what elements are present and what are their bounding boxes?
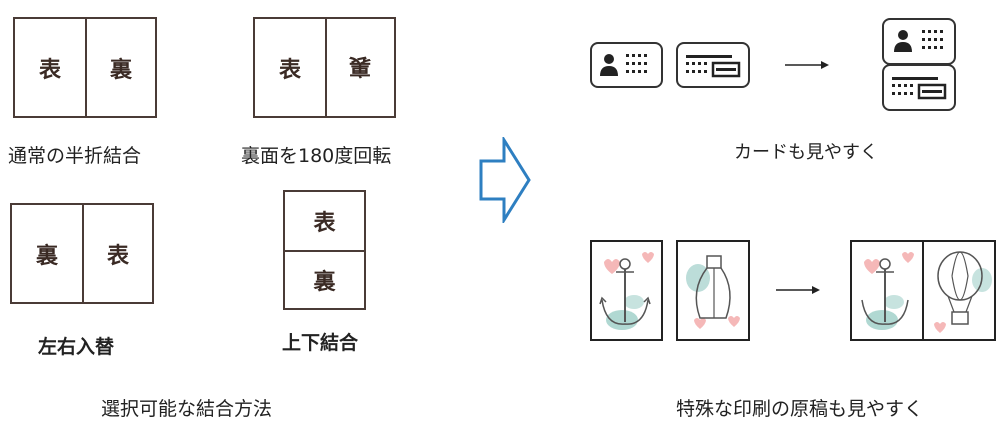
rotated-text: 裏 <box>349 52 372 78</box>
back-label-rotated: 裏 <box>327 19 394 116</box>
person-icon <box>600 54 647 76</box>
id-card-back-combined <box>882 64 956 111</box>
layout-normal-fold: 表 裏 <box>13 17 157 118</box>
caption-prints: 特殊な印刷の原稿も見やすく <box>676 398 924 420</box>
layout-swap: 裏 表 <box>10 203 154 304</box>
caption-swap: 左右入替 <box>38 336 115 358</box>
back-label: 裏 <box>35 243 58 269</box>
caption-rotate-back: 裏面を180度回転 <box>241 145 392 167</box>
front-label: 表 <box>106 243 129 269</box>
barcode-icon <box>892 77 947 100</box>
barcode-icon <box>686 55 741 78</box>
person-icon <box>894 30 943 52</box>
print-anchor <box>590 240 663 341</box>
balloon-icon <box>686 255 740 329</box>
id-card-front <box>590 42 663 88</box>
front-label: 表 <box>278 57 301 83</box>
caption-normal-fold: 通常の半折結合 <box>8 145 142 167</box>
print-combined <box>850 240 996 341</box>
id-card-front-combined <box>882 18 956 65</box>
layout-rotate-back: 表 裏 <box>253 17 396 118</box>
right-arrow-icon <box>479 137 531 223</box>
fold-line <box>325 19 327 116</box>
caption-combine-methods: 選択可能な結合方法 <box>101 398 273 420</box>
fold-line <box>85 19 87 116</box>
print-balloon <box>676 240 750 341</box>
combined-print-icon <box>861 242 992 339</box>
layout-vertical: 表 裏 <box>283 190 366 310</box>
fold-line <box>285 250 364 252</box>
caption-cards: カードも見やすく <box>734 142 878 163</box>
front-label: 表 <box>38 57 61 83</box>
small-arrow-icon <box>785 61 829 69</box>
small-arrow-icon <box>776 286 820 294</box>
back-label: 裏 <box>313 270 336 295</box>
fold-line <box>82 205 84 302</box>
front-label: 表 <box>313 211 336 236</box>
caption-vertical: 上下結合 <box>282 332 359 354</box>
anchor-icon <box>599 252 654 330</box>
id-card-back <box>676 42 750 88</box>
back-label: 裏 <box>109 57 132 83</box>
